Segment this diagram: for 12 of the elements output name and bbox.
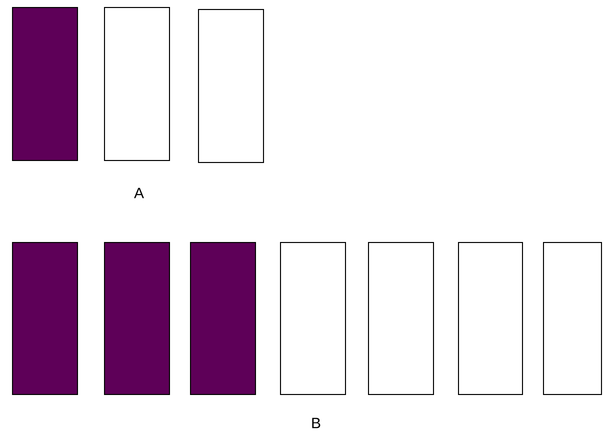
empty-bar bbox=[104, 7, 170, 161]
empty-bar bbox=[458, 242, 523, 395]
filled-bar bbox=[104, 242, 170, 395]
filled-bar bbox=[12, 242, 78, 395]
empty-bar bbox=[280, 242, 346, 395]
letter-label: A bbox=[134, 188, 144, 198]
empty-bar bbox=[368, 242, 434, 395]
letter-label: B bbox=[312, 418, 320, 428]
empty-bar bbox=[198, 9, 264, 163]
filled-bar bbox=[12, 7, 78, 161]
empty-bar bbox=[543, 242, 602, 395]
filled-bar bbox=[190, 242, 256, 395]
